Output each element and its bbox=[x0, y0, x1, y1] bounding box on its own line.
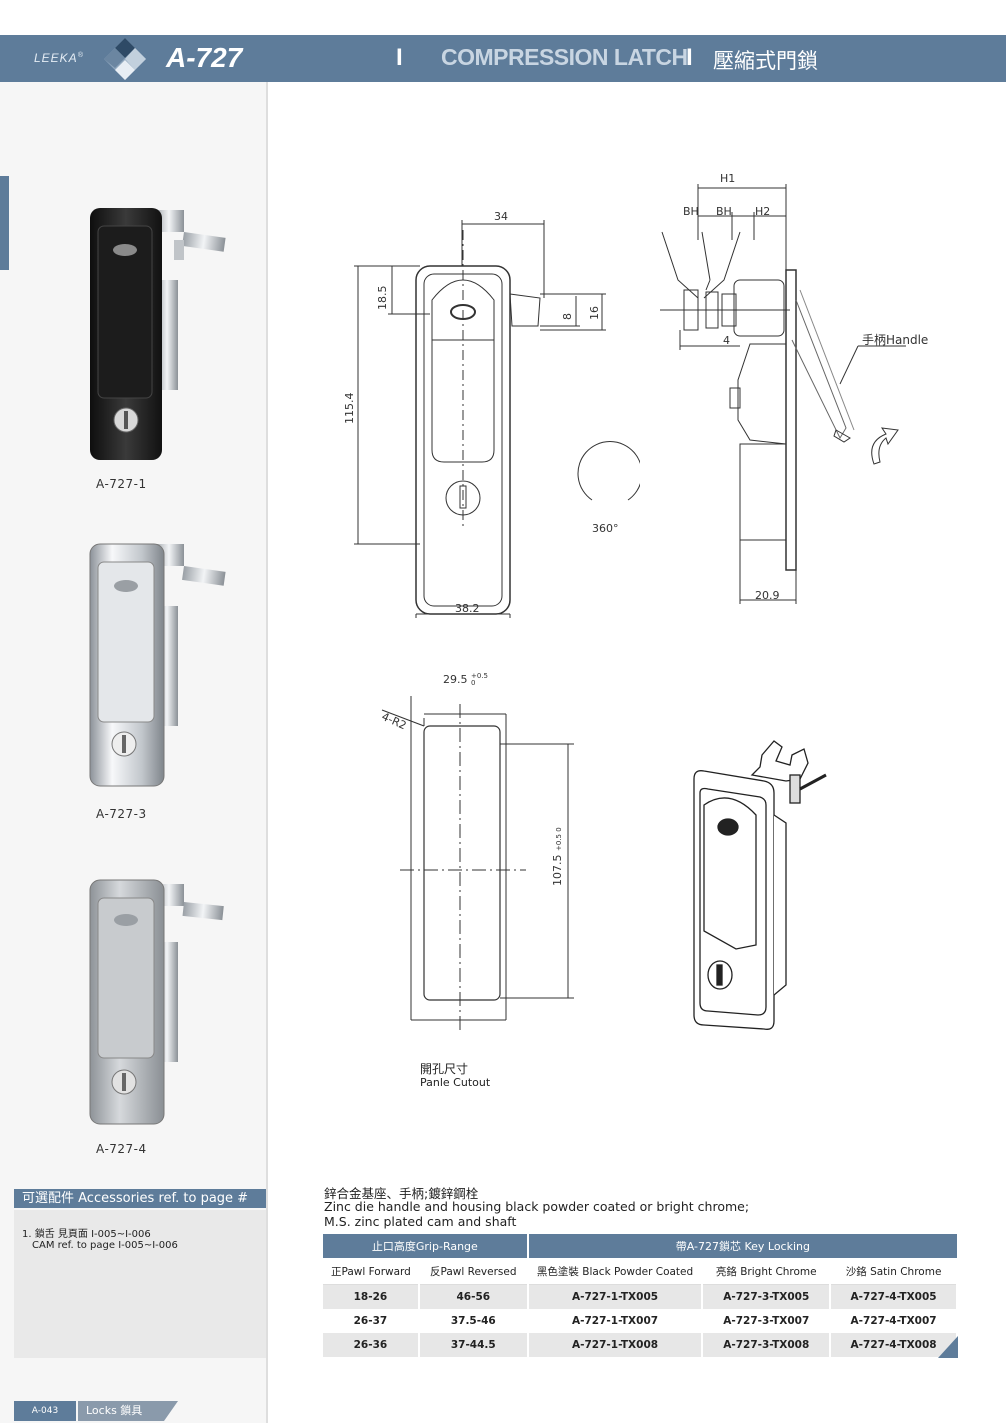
table-cell: A-727-1-TX008 bbox=[527, 1333, 704, 1357]
header-separator: I bbox=[686, 44, 693, 71]
product-photo-satin-chrome bbox=[89, 879, 224, 1125]
dim-cam-b: 16 bbox=[588, 306, 601, 320]
material-description-en: Zinc die handle and housing black powder… bbox=[324, 1199, 750, 1214]
table-cell: A-727-4-TX008 bbox=[830, 1333, 958, 1357]
product-label: A-727-3 bbox=[96, 807, 147, 821]
dim-width-bottom: 38.2 bbox=[455, 602, 480, 615]
column-group-grip-range: 止口高度Grip-Range bbox=[323, 1234, 528, 1258]
cutout-height: 107.5 +0.5 0 bbox=[551, 827, 564, 886]
accessories-title: 可選配件 Accessories ref. to page # bbox=[14, 1189, 266, 1208]
dim-top-offset: 18.5 bbox=[376, 285, 389, 311]
header-separator: I bbox=[396, 44, 403, 71]
column-header: 反Pawl Reversed bbox=[418, 1258, 528, 1285]
table-cell: 26-36 bbox=[323, 1333, 420, 1357]
accessory-line: CAM ref. to page I-005~I-006 bbox=[32, 1240, 178, 1251]
table-corner-accent bbox=[938, 1336, 958, 1358]
sidebar-accent bbox=[0, 176, 9, 270]
dim-bh: BH bbox=[716, 205, 732, 218]
table-row: 18-26 46-56 A-727-1-TX005 A-727-3-TX005 … bbox=[323, 1284, 958, 1309]
table-cell: 26-37 bbox=[323, 1309, 420, 1333]
rotation-label: 360° bbox=[592, 522, 619, 535]
dim-cam-a: 8 bbox=[561, 313, 574, 320]
panel-cutout-drawing bbox=[381, 696, 574, 1030]
column-header: 正Pawl Forward bbox=[323, 1258, 419, 1285]
spec-table: 止口高度Grip-Range 帶A-727鎖芯 Key Locking 正Paw… bbox=[323, 1234, 958, 1357]
product-label: A-727-1 bbox=[96, 477, 147, 491]
table-cell: A-727-4-TX005 bbox=[830, 1284, 958, 1309]
handle-label: 手柄Handle bbox=[862, 333, 929, 347]
category-label: Locks 鎖具 bbox=[78, 1401, 178, 1421]
column-header: 黑色塗裝 Black Powder Coated bbox=[527, 1258, 703, 1285]
table-cell: A-727-3-TX007 bbox=[702, 1309, 832, 1333]
accessory-line: 1. 鎖舌 見頁面 I-005~I-006 bbox=[22, 1229, 151, 1240]
material-description-zh: 鋅合金基座、手柄;鍍鋅鋼栓 bbox=[324, 1186, 479, 1201]
table-cell: A-727-1-TX005 bbox=[527, 1284, 704, 1309]
product-photo-black bbox=[90, 208, 226, 460]
dim-width-top: 34 bbox=[494, 210, 508, 223]
table-cell: 46-56 bbox=[418, 1284, 529, 1309]
title-english: COMPRESSION LATCH bbox=[441, 44, 688, 70]
product-photo-bright-chrome bbox=[89, 543, 226, 787]
table-cell: A-727-3-TX008 bbox=[702, 1333, 832, 1357]
dim-depth: 20.9 bbox=[755, 589, 780, 602]
side-view-drawing bbox=[660, 184, 906, 604]
dim-bh: BH bbox=[683, 205, 699, 218]
column-divider bbox=[266, 82, 268, 1423]
table-cell: 37.5-46 bbox=[418, 1309, 529, 1333]
brand-logo: LEEKA® bbox=[34, 51, 84, 65]
dim-h2: H2 bbox=[755, 205, 771, 218]
material-description-en: M.S. zinc plated cam and shaft bbox=[324, 1214, 517, 1229]
table-row: 26-36 37-44.5 A-727-1-TX008 A-727-3-TX00… bbox=[323, 1333, 958, 1357]
isometric-latch-illustration bbox=[693, 740, 827, 1030]
column-header: 亮鉻 Bright Chrome bbox=[702, 1258, 831, 1285]
accessories-box bbox=[14, 1210, 266, 1358]
dim-h1: H1 bbox=[720, 172, 736, 185]
table-cell: A-727-4-TX007 bbox=[830, 1309, 958, 1333]
cutout-label-zh: 開孔尺寸 bbox=[420, 1062, 469, 1076]
dim-thickness: 4 bbox=[723, 334, 730, 347]
table-cell: A-727-1-TX007 bbox=[527, 1309, 704, 1333]
table-row: 26-37 37.5-46 A-727-1-TX007 A-727-3-TX00… bbox=[323, 1309, 958, 1333]
table-cell: 37-44.5 bbox=[418, 1333, 529, 1357]
model-number: A-727 bbox=[166, 42, 243, 73]
diamond-logo-icon bbox=[104, 38, 146, 80]
cutout-label-en: Panle Cutout bbox=[420, 1076, 491, 1089]
column-header: 沙鉻 Satin Chrome bbox=[830, 1258, 957, 1285]
page-header-bar bbox=[0, 35, 1006, 82]
title-chinese: 壓縮式門鎖 bbox=[713, 49, 818, 73]
column-group-key-locking: 帶A-727鎖芯 Key Locking bbox=[526, 1234, 957, 1258]
page-number: A-043 bbox=[14, 1401, 76, 1421]
product-label: A-727-4 bbox=[96, 1142, 147, 1156]
dim-height: 115.4 bbox=[343, 392, 356, 425]
table-cell: A-727-3-TX005 bbox=[702, 1284, 832, 1309]
front-view-drawing bbox=[354, 220, 640, 618]
table-cell: 18-26 bbox=[323, 1284, 420, 1309]
